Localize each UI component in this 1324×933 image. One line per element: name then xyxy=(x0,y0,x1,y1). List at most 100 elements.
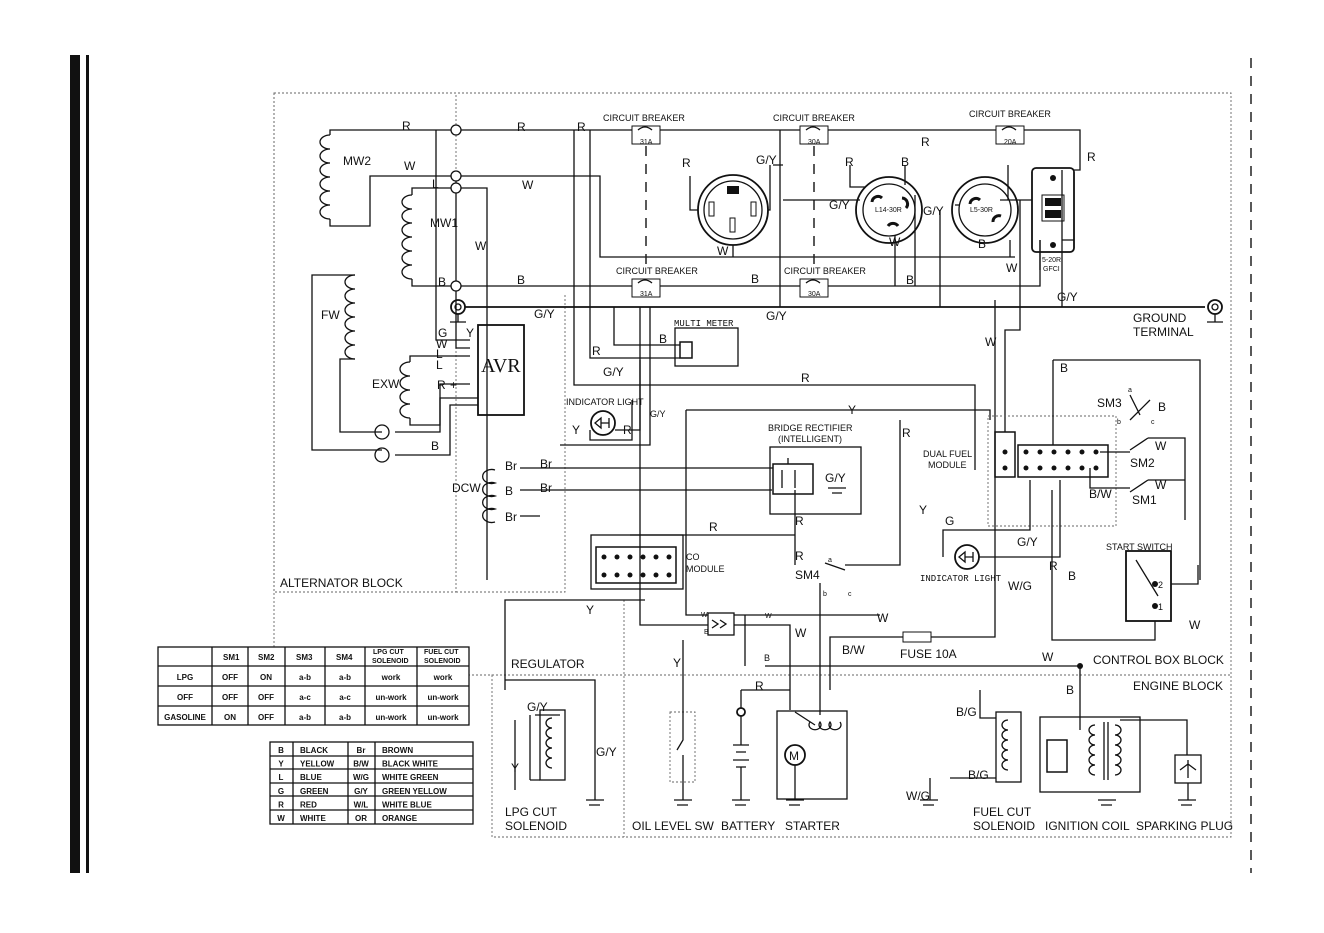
svg-text:B: B xyxy=(901,155,909,169)
wire-y-long xyxy=(685,409,991,616)
circuit-breaker-31a-top xyxy=(631,125,661,270)
legend-cell: B xyxy=(278,746,284,755)
svg-text:R: R xyxy=(845,155,854,169)
avr-box xyxy=(477,324,525,416)
svg-text:W: W xyxy=(889,235,901,249)
ignition-coil-label: IGNITION COIL xyxy=(1045,819,1130,833)
wire-l14-top xyxy=(849,165,906,188)
alternator-block-label: ALTERNATOR BLOCK xyxy=(280,576,403,590)
svg-text:B: B xyxy=(1158,400,1166,414)
wire-fuse xyxy=(829,300,996,690)
wire-start-switch xyxy=(1051,490,1199,641)
legend-cell: Y xyxy=(278,760,284,769)
l5-30r-label: L5-30R xyxy=(970,207,993,214)
svg-text:W: W xyxy=(404,159,416,173)
wire-l5-gy xyxy=(939,204,960,307)
cb-31a-top-rating: 31A xyxy=(640,139,653,146)
page-edge-bar-thin xyxy=(86,55,89,873)
wire-l14-b xyxy=(894,195,916,286)
table-cell: ON xyxy=(260,673,272,682)
exw-label: EXW xyxy=(372,377,400,391)
svg-text:W: W xyxy=(1006,261,1018,275)
ground-terminal-label-1: GROUND xyxy=(1133,311,1187,325)
starter-label: STARTER xyxy=(785,819,840,833)
svg-text:G/Y: G/Y xyxy=(534,307,555,321)
svg-text:G/Y: G/Y xyxy=(1057,290,1078,304)
table-cell: a-c xyxy=(299,693,311,702)
indicator-light-label-1: INDICATOR LIGHT xyxy=(566,397,644,407)
table-header-fuel-cut: FUEL CUT SOLENOID xyxy=(424,649,461,665)
wire-r-meter xyxy=(589,130,680,359)
gfci-receptacle xyxy=(1031,167,1075,253)
lpg-cut-label-1: LPG CUT xyxy=(505,805,558,819)
bridge-rectifier-box xyxy=(769,446,862,515)
svg-text:W: W xyxy=(1042,650,1054,664)
svg-text:B: B xyxy=(751,272,759,286)
fw-label: FW xyxy=(321,308,340,322)
svg-text:c: c xyxy=(1151,419,1155,426)
co-module-label-1: CO xyxy=(686,552,700,562)
brush-top xyxy=(374,424,390,440)
svg-text:Y: Y xyxy=(673,656,681,670)
bridge-rectifier-label-1: BRIDGE RECTIFIER xyxy=(768,423,853,433)
svg-text:Y: Y xyxy=(511,761,519,775)
wire-gy-indicator xyxy=(560,307,651,446)
svg-text:R: R xyxy=(577,120,586,134)
receptacle-l14-30r xyxy=(855,176,923,244)
svg-text:c: c xyxy=(848,591,852,598)
svg-text:W: W xyxy=(765,613,772,620)
indicator-light-1 xyxy=(590,410,616,436)
svg-text:R: R xyxy=(902,426,911,440)
table-cell: a-b xyxy=(339,673,351,682)
battery-label: BATTERY xyxy=(721,819,775,833)
svg-text:W/G: W/G xyxy=(1008,579,1032,593)
svg-text:R: R xyxy=(1049,559,1058,573)
wire-l5-bw xyxy=(1000,165,1032,257)
svg-text:W: W xyxy=(475,239,487,253)
svg-text:+: + xyxy=(450,378,457,392)
legend-cell: L xyxy=(279,773,284,782)
circuit-breaker-30a-top xyxy=(799,125,829,270)
wire-br-1 xyxy=(520,467,781,475)
engine-ground-symbols xyxy=(586,799,1196,806)
svg-text:G: G xyxy=(945,514,954,528)
circuit-breaker-label-3: CIRCUIT BREAKER xyxy=(969,109,1051,119)
table-cell: a-c xyxy=(339,693,351,702)
color-legend-table xyxy=(269,741,474,825)
legend-cell: G xyxy=(278,787,284,796)
svg-text:B: B xyxy=(1068,569,1076,583)
start-switch-pos-1: 1 xyxy=(1158,602,1163,612)
l14-30r-label: L14-30R xyxy=(875,207,902,214)
indicator-light-label-2: INDICATOR LIGHT xyxy=(920,574,1002,584)
legend-cell: W/L xyxy=(354,800,369,809)
start-switch-box xyxy=(1125,550,1172,622)
table-cell: un-work xyxy=(375,713,407,722)
svg-text:B: B xyxy=(764,653,770,663)
svg-text:R: R xyxy=(592,344,601,358)
svg-text:R: R xyxy=(801,371,810,385)
indicator-light-2 xyxy=(954,544,980,570)
svg-text:a: a xyxy=(1128,387,1132,394)
table-cell: work xyxy=(381,673,401,682)
cb-20a-rating: 20A xyxy=(1004,139,1017,146)
cb-30a-top-rating: 30A xyxy=(808,139,821,146)
wire-gfci-r xyxy=(1062,150,1081,241)
cb-30a-bottom-rating: 30A xyxy=(808,291,821,298)
wire-w-main xyxy=(456,175,1015,258)
table-cell: OFF xyxy=(222,693,238,702)
svg-text:B/W: B/W xyxy=(1089,487,1112,501)
battery xyxy=(733,689,790,800)
sm3-switch xyxy=(1129,394,1151,421)
svg-text:B: B xyxy=(659,332,667,346)
svg-text:Br: Br xyxy=(540,457,552,471)
circuit-breaker-label-4: CIRCUIT BREAKER xyxy=(616,266,698,276)
svg-text:W: W xyxy=(795,626,807,640)
multi-meter-label: MULTI METER xyxy=(674,319,734,329)
wire-b-mw1 xyxy=(411,279,456,287)
legend-cell: GREEN xyxy=(300,787,329,796)
table-cell: ON xyxy=(224,713,236,722)
table-cell: GASOLINE xyxy=(164,713,206,722)
svg-text:R: R xyxy=(437,378,446,392)
svg-text:W: W xyxy=(717,244,729,258)
legend-cell: W xyxy=(277,814,285,823)
